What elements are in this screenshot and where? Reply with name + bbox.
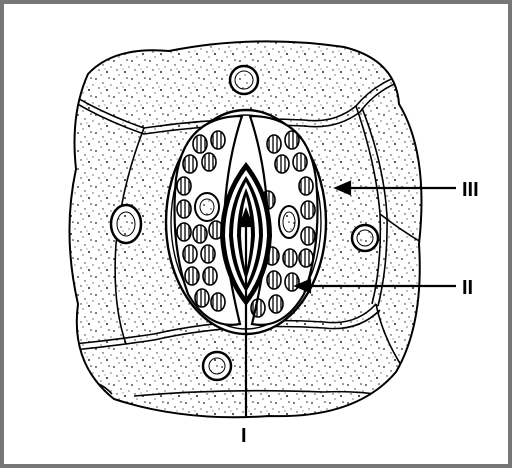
chloroplast <box>293 153 307 171</box>
nucleus-top <box>230 66 258 94</box>
chloroplast <box>185 267 199 285</box>
chloroplast <box>299 249 313 267</box>
chloroplast <box>193 225 207 243</box>
chloroplast <box>269 295 283 313</box>
nucleus-bottom <box>203 352 231 380</box>
chloroplast <box>211 131 225 149</box>
nucleus-left <box>111 205 141 243</box>
chloroplast <box>183 155 197 173</box>
chloroplast <box>203 267 217 285</box>
label-I: I <box>241 425 247 447</box>
stomata-diagram: I II III <box>4 4 512 472</box>
chloroplast <box>267 271 281 289</box>
chloroplast <box>177 177 191 195</box>
chloroplast <box>183 245 197 263</box>
chloroplast <box>283 249 297 267</box>
chloroplast <box>285 273 299 291</box>
label-III: III <box>462 179 479 201</box>
chloroplast <box>267 135 281 153</box>
chloroplast <box>201 245 215 263</box>
chloroplast <box>177 223 191 241</box>
chloroplast <box>193 135 207 153</box>
chloroplast <box>299 177 313 195</box>
chloroplast <box>301 201 315 219</box>
label-II: II <box>462 277 473 299</box>
chloroplast <box>195 289 209 307</box>
nucleus-right <box>352 225 378 251</box>
guard-nucleus-left <box>195 193 219 221</box>
chloroplast <box>177 200 191 218</box>
chloroplast <box>275 155 289 173</box>
chloroplast <box>202 153 216 171</box>
chloroplast <box>211 293 225 311</box>
chloroplast <box>285 131 299 149</box>
chloroplast <box>251 299 265 317</box>
guard-nucleus-right <box>279 206 299 238</box>
chloroplast <box>301 227 315 245</box>
